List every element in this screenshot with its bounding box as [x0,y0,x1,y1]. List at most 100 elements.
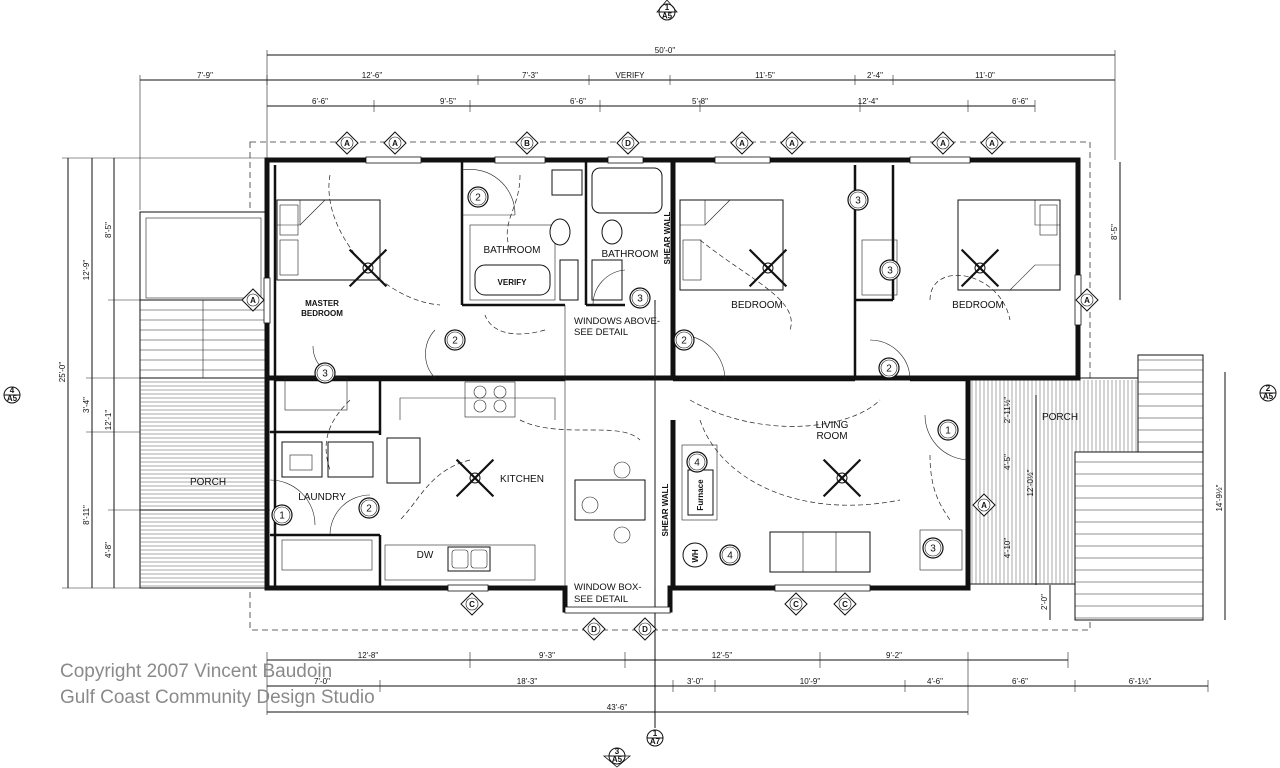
svg-text:D: D [642,625,648,634]
shear-wall-label-2: SHEAR WALL [661,483,670,536]
section-num: 1 [653,729,658,738]
dim-bottom-overall: 43'-6" [607,703,628,712]
door-tag: 3 [879,259,901,281]
dim-left-3: 12'-1" [104,410,113,431]
svg-text:A: A [940,139,946,148]
window-tag: A [241,288,265,312]
dim-bottom2-7: 6'-1½" [1129,677,1152,686]
bathroom-1-label: BATHROOM [483,245,540,256]
door-tag: 1 [271,504,293,526]
ceiling-fan-icon [960,248,1000,288]
right-dimensions: 14'-9½" 2'-11½" 4'-5" 12'-0½" 4'-10" 2'-… [1003,162,1226,620]
bedroom-2-label: BEDROOM [731,300,783,311]
ceiling-fan-icon [455,458,495,498]
dim-bottom2-5: 4'-6" [927,677,943,686]
windows-above-see-detail: SEE DETAIL [574,327,628,338]
dim-bottom2-1: 7'-0" [314,677,330,686]
svg-text:C: C [793,600,799,609]
window-notes: WINDOWS ABOVE- SEE DETAIL WINDOW BOX- SE… [574,316,660,605]
dim-bottom2-6: 6'-6" [1012,677,1028,686]
section-sheet: A7 [650,737,661,746]
dim-right-2: 2'-11½" [1003,397,1012,424]
electrical-runs [325,174,1011,521]
svg-text:A: A [344,139,350,148]
window-tag: A [780,131,804,155]
dim-left-overall: 25'-0" [58,362,67,383]
top-dimensions: 50'-0" 7'-9" 12'-6" 7'-3" VERIFY 11'-5" … [139,46,1116,210]
porch-right-label: PORCH [1042,412,1078,423]
dim-right-7: 8'-5" [1110,224,1119,240]
dim-top2-6: 6'-6" [1012,97,1028,106]
dim-top2-3: 6'-6" [570,97,586,106]
section-marker-right: 2 A5 [1259,384,1277,402]
svg-text:D: D [591,625,597,634]
dim-right-5: 4'-10" [1003,538,1012,559]
svg-text:A: A [1084,296,1090,305]
section-num: 3 [615,747,620,756]
dim-bottom-2: 9'-3" [539,651,555,660]
window-tag: A [931,131,955,155]
window-box-see-detail: SEE DETAIL [574,594,628,605]
door-tag: 3 [629,287,651,309]
dim-overall-top: 50'-0" [655,46,676,55]
section-sheet: A5 [662,12,673,21]
svg-text:3: 3 [637,294,643,305]
dim-right-4: 12'-0½" [1026,469,1035,496]
bedroom-2: BEDROOM [679,199,784,311]
window-tag: A [730,131,754,155]
svg-text:C: C [469,600,475,609]
steps-right [1074,354,1204,621]
ceiling-fan-icon [822,458,862,498]
window-tag: D [616,131,640,155]
dim-top-3: 7'-3" [522,71,538,80]
water-heater-label: WH [691,549,700,563]
steps-left [139,211,268,379]
window-tag: D [582,617,606,641]
copyright-line-2: Gulf Coast Community Design Studio [60,687,375,708]
dim-left-5: 4'-8" [104,542,113,558]
svg-text:2: 2 [681,336,687,347]
bathroom-2-label: BATHROOM [601,249,658,260]
door-tag: 1 [937,419,959,441]
svg-text:A: A [739,139,745,148]
dim-left-6: 8'-5" [104,222,113,238]
svg-text:3: 3 [855,196,861,207]
window-tag: A [1075,288,1099,312]
svg-text:A: A [981,501,987,510]
door-tag: 3 [922,537,944,559]
laundry-label: LAUNDRY [298,492,346,503]
dishwasher-label: DW [417,550,434,561]
svg-text:2: 2 [475,193,481,204]
dim-top2-4: 5'-8" [692,97,708,106]
windows-above-note: WINDOWS ABOVE- [574,316,660,327]
door-tag: 2 [467,186,489,208]
porch-left-label: PORCH [190,477,226,488]
section-num: 4 [10,386,15,395]
svg-text:D: D [625,139,631,148]
section-sheet: A5 [1263,392,1274,401]
door-tag: 2 [673,329,695,351]
section-marker-bottom: 3 A5 [602,747,632,768]
section-marker-left: 4 A5 [3,386,21,404]
svg-text:1: 1 [945,426,951,437]
window-tag: A [335,131,359,155]
svg-text:3: 3 [322,369,328,380]
dim-right-6: 2'-0" [1040,594,1049,610]
svg-text:2: 2 [886,364,892,375]
dim-bottom2-3: 3'-0" [687,677,703,686]
dim-bottom-4: 9'-2" [886,651,902,660]
section-sheet: A5 [7,394,18,403]
dim-top-4: VERIFY [616,71,646,80]
svg-text:4: 4 [694,458,700,469]
dim-top-7: 11'-0" [975,71,995,80]
window-tag: A [383,131,407,155]
dim-top-6: 2'-4" [867,71,883,80]
svg-text:A: A [392,139,398,148]
svg-text:A: A [789,139,795,148]
door-tag: 4 [686,451,708,473]
